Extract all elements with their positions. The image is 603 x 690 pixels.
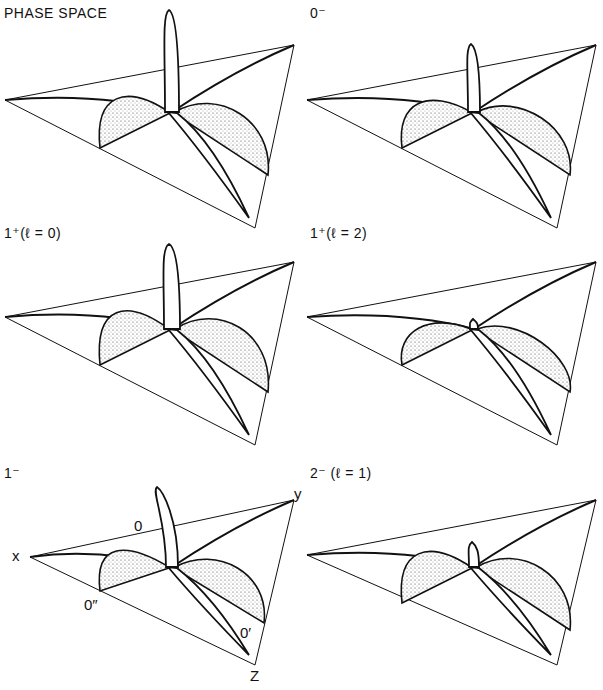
stippled-lobe — [401, 100, 474, 148]
base-triangle — [5, 262, 294, 445]
stippled-lobe — [99, 311, 172, 365]
central-spike — [164, 10, 179, 112]
panel-title: 2⁻ (ℓ = 1) — [310, 466, 372, 481]
axis-label: y — [294, 486, 302, 503]
stippled-lobe — [99, 97, 172, 148]
surface-edge — [307, 45, 596, 112]
panel-title: 1⁻ — [4, 466, 20, 481]
surface-blade — [168, 112, 249, 218]
panel-title: 1⁺(ℓ = 0) — [4, 226, 61, 241]
surface-blade — [470, 567, 551, 655]
surface-blade — [168, 567, 249, 655]
panel-title: 1⁺(ℓ = 2) — [310, 226, 367, 241]
surface-blade — [168, 329, 249, 435]
panel-title: 0⁻ — [310, 6, 326, 21]
point-label: 0′ — [240, 625, 251, 642]
central-spike — [156, 487, 178, 567]
surface-plot — [307, 44, 596, 228]
base-triangle — [307, 45, 596, 228]
central-spike — [467, 44, 480, 112]
surface-plot — [30, 487, 294, 665]
central-spike — [470, 319, 478, 329]
surface-plot — [5, 244, 294, 445]
central-spike — [469, 542, 479, 567]
stippled-lobe — [401, 552, 474, 603]
surface-plot — [307, 500, 596, 665]
surface-plot — [5, 10, 294, 228]
surface-blade — [470, 329, 551, 435]
surface-plot — [307, 262, 596, 445]
base-triangle — [307, 500, 596, 665]
axis-label: Z — [250, 668, 259, 685]
stippled-lobe — [99, 550, 172, 591]
central-spike — [163, 244, 180, 329]
base-triangle — [5, 45, 294, 228]
surface-blade — [470, 112, 551, 218]
axis-label: x — [12, 548, 20, 565]
surface-edge — [307, 262, 596, 329]
panel-title: PHASE SPACE — [4, 6, 107, 21]
point-label: 0 — [134, 518, 142, 535]
base-triangle — [307, 262, 596, 445]
stippled-lobe — [401, 323, 474, 365]
point-label: 0″ — [84, 597, 98, 614]
